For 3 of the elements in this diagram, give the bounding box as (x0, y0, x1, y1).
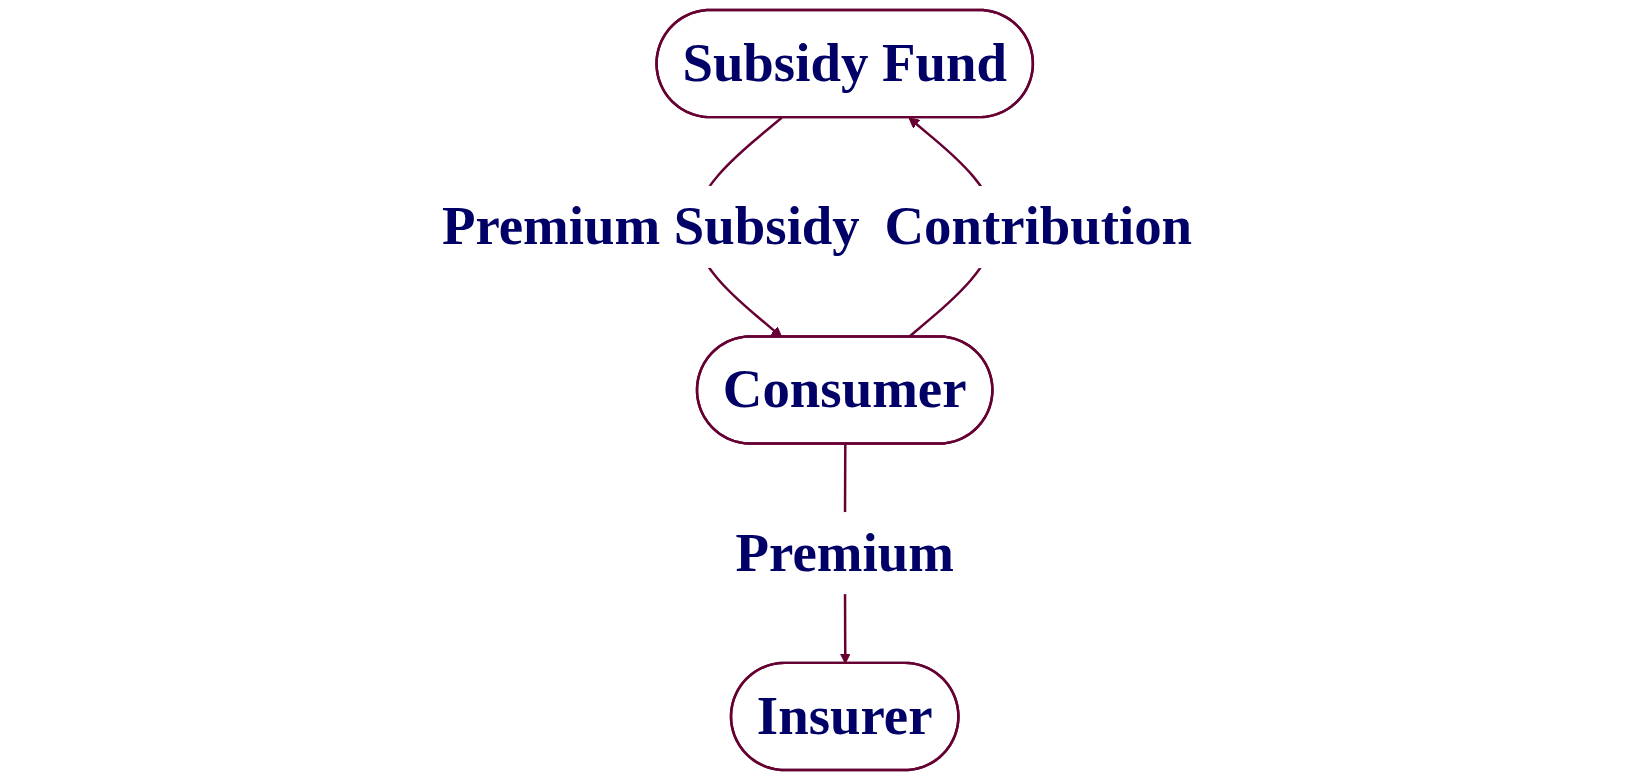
edge-label: Premium Subsidy (441, 195, 860, 257)
edge-label: Premium (735, 522, 954, 584)
edge-label: Contribution (884, 195, 1193, 257)
